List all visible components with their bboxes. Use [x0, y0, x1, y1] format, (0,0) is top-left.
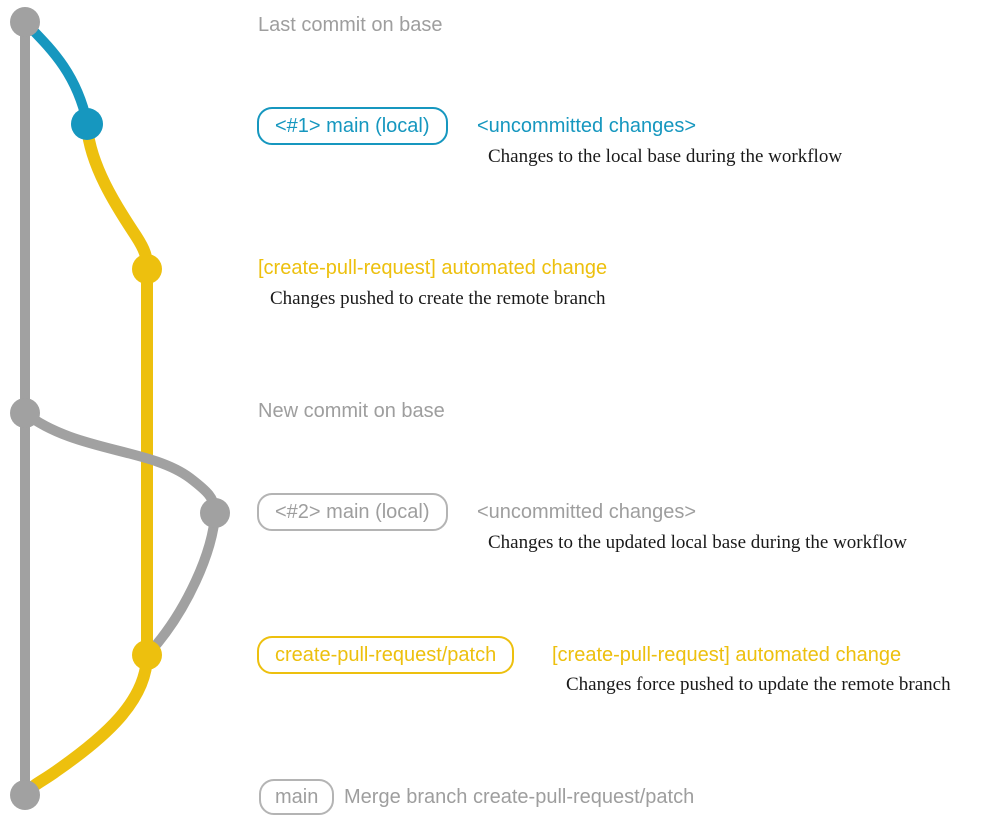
branch-badge-create-pull-request-patch: create-pull-request/patch — [257, 636, 515, 674]
local-main-branch-2-line — [20, 408, 221, 657]
commit-dot-merge — [10, 780, 40, 810]
uncommitted-changes-title-2: <uncommitted changes> — [477, 501, 697, 523]
automated-change-desc-2: Changes force pushed to update the remot… — [566, 674, 951, 695]
commit-dot-base-new — [10, 398, 40, 428]
branch-badge-main-local-1: <#1> main (local) — [257, 107, 448, 145]
new-commit-on-base-label: New commit on base — [258, 400, 445, 422]
remote-branch-line — [21, 120, 153, 798]
last-commit-on-base-label: Last commit on base — [258, 14, 443, 36]
commit-dot-local-1 — [71, 108, 103, 140]
commit-dot-remote-2 — [132, 640, 162, 670]
local-main-branch-1-line — [20, 17, 92, 127]
automated-change-title-1: [create-pull-request] automated change — [258, 257, 608, 279]
uncommitted-changes-desc-1: Changes to the local base during the wor… — [488, 146, 843, 167]
uncommitted-changes-title-1: <uncommitted changes> — [477, 115, 697, 137]
commit-dot-remote-1 — [132, 254, 162, 284]
commit-dot-base-last — [10, 7, 40, 37]
merge-branch-label: Merge branch create-pull-request/patch — [344, 786, 695, 808]
automated-change-title-2: [create-pull-request] automated change — [552, 644, 902, 666]
uncommitted-changes-desc-2: Changes to the updated local base during… — [488, 532, 907, 553]
branch-badge-main-local-2: <#2> main (local) — [257, 493, 448, 531]
commit-dot-local-2 — [200, 498, 230, 528]
branch-badge-main: main — [259, 779, 335, 815]
automated-change-desc-1: Changes pushed to create the remote bran… — [270, 288, 606, 309]
